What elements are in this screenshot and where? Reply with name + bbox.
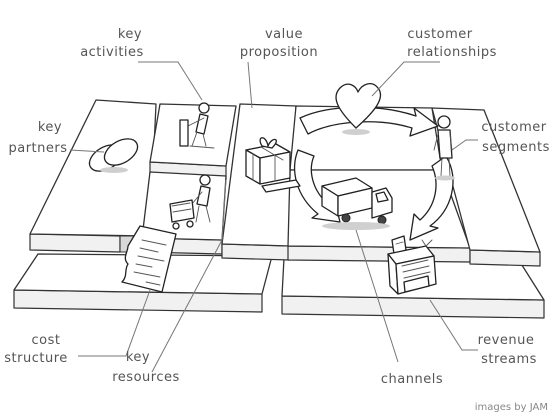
label-key-activities-line1: key xyxy=(118,27,142,42)
label-key-activities-line2: activities xyxy=(80,45,144,60)
label-cost-structure: cost structure xyxy=(4,333,68,366)
gift-box-icon xyxy=(245,137,301,193)
label-key-partners: key partners xyxy=(8,120,67,156)
person-icon xyxy=(433,115,455,181)
label-customer-relationships-line2: relationships xyxy=(407,45,497,60)
label-revenue-streams: revenue streams xyxy=(478,333,537,367)
label-value-proposition-line2: proposition xyxy=(240,45,318,60)
label-value-proposition-line1: value xyxy=(265,27,303,42)
label-customer-relationships-line1: customer xyxy=(407,27,472,42)
label-key-resources-line1: key xyxy=(126,350,150,365)
cash-register-icon xyxy=(387,235,437,295)
label-key-resources-line2: resources xyxy=(112,370,180,385)
label-cost-structure-line2: structure xyxy=(4,351,68,366)
label-value-proposition: value proposition xyxy=(240,27,318,60)
label-channels-line1: channels xyxy=(381,372,443,387)
worker-pushing-icon xyxy=(179,102,215,149)
leader-lines xyxy=(69,61,478,373)
label-key-activities: key activities xyxy=(80,27,144,60)
label-key-partners-line1: key xyxy=(38,120,62,135)
label-customer-relationships: customer relationships xyxy=(407,27,497,60)
label-channels: channels xyxy=(381,372,443,387)
image-credit: images by JAM xyxy=(475,402,548,413)
label-customer-segments: customer segments xyxy=(481,120,550,155)
worker-with-cart-icon xyxy=(169,174,211,230)
heart-icon xyxy=(335,82,382,135)
label-key-resources: key resources xyxy=(112,350,180,385)
label-cost-structure-line1: cost xyxy=(32,333,61,348)
label-revenue-streams-line1: revenue xyxy=(478,333,535,348)
cost-structure-tile xyxy=(13,253,273,313)
label-revenue-streams-line2: streams xyxy=(481,352,537,367)
invoice-paper-icon xyxy=(121,225,177,293)
delivery-truck-icon xyxy=(321,177,393,230)
label-key-partners-line2: partners xyxy=(8,141,67,156)
label-customer-segments-line1: customer xyxy=(481,120,546,135)
label-customer-segments-line2: segments xyxy=(482,140,550,155)
customer-segments-tile xyxy=(431,107,541,267)
